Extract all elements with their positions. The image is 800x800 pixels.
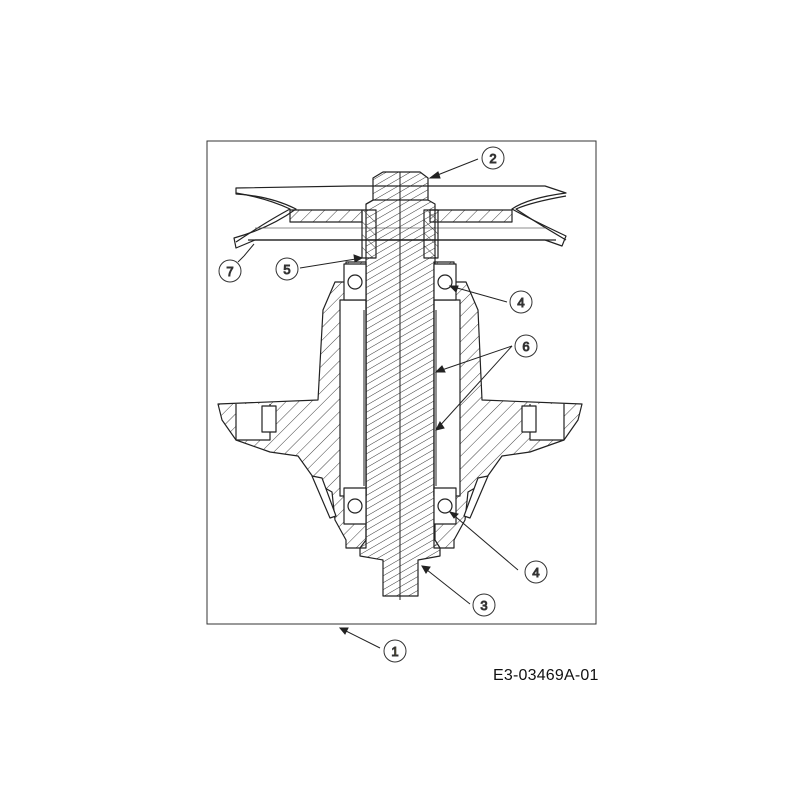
- callout-4-lower[interactable]: 4: [524, 560, 548, 584]
- callout-6-label: 6: [522, 339, 529, 354]
- callout-7-label: 7: [226, 264, 233, 279]
- callout-1-label: 1: [391, 644, 398, 659]
- spindle-housing: [217, 261, 583, 549]
- callout-2[interactable]: 2: [481, 146, 505, 170]
- callout-2-label: 2: [489, 151, 496, 166]
- callout-4-upper[interactable]: 4: [509, 290, 533, 314]
- bearing-lower: [343, 487, 457, 525]
- callout-7[interactable]: 7: [218, 259, 242, 283]
- callout-3[interactable]: 3: [472, 593, 496, 617]
- callout-6[interactable]: 6: [514, 334, 538, 358]
- callout-5[interactable]: 5: [275, 257, 299, 281]
- callout-5-label: 5: [283, 262, 290, 277]
- spacer: [361, 209, 377, 259]
- callout-1[interactable]: 1: [383, 639, 407, 663]
- callout-4-upper-label: 4: [517, 295, 524, 310]
- callouts: 2 7 5 4 6 4 3 1: [218, 146, 548, 663]
- assembly-frame: [206, 140, 597, 625]
- callout-3-label: 3: [480, 598, 487, 613]
- bearing-upper: [343, 263, 457, 301]
- callout-4-lower-label: 4: [532, 565, 539, 580]
- spindle-assembly-drawing: [217, 171, 583, 600]
- drawing-code: E3-03469A-01: [493, 667, 599, 684]
- leader-lines: [237, 158, 519, 649]
